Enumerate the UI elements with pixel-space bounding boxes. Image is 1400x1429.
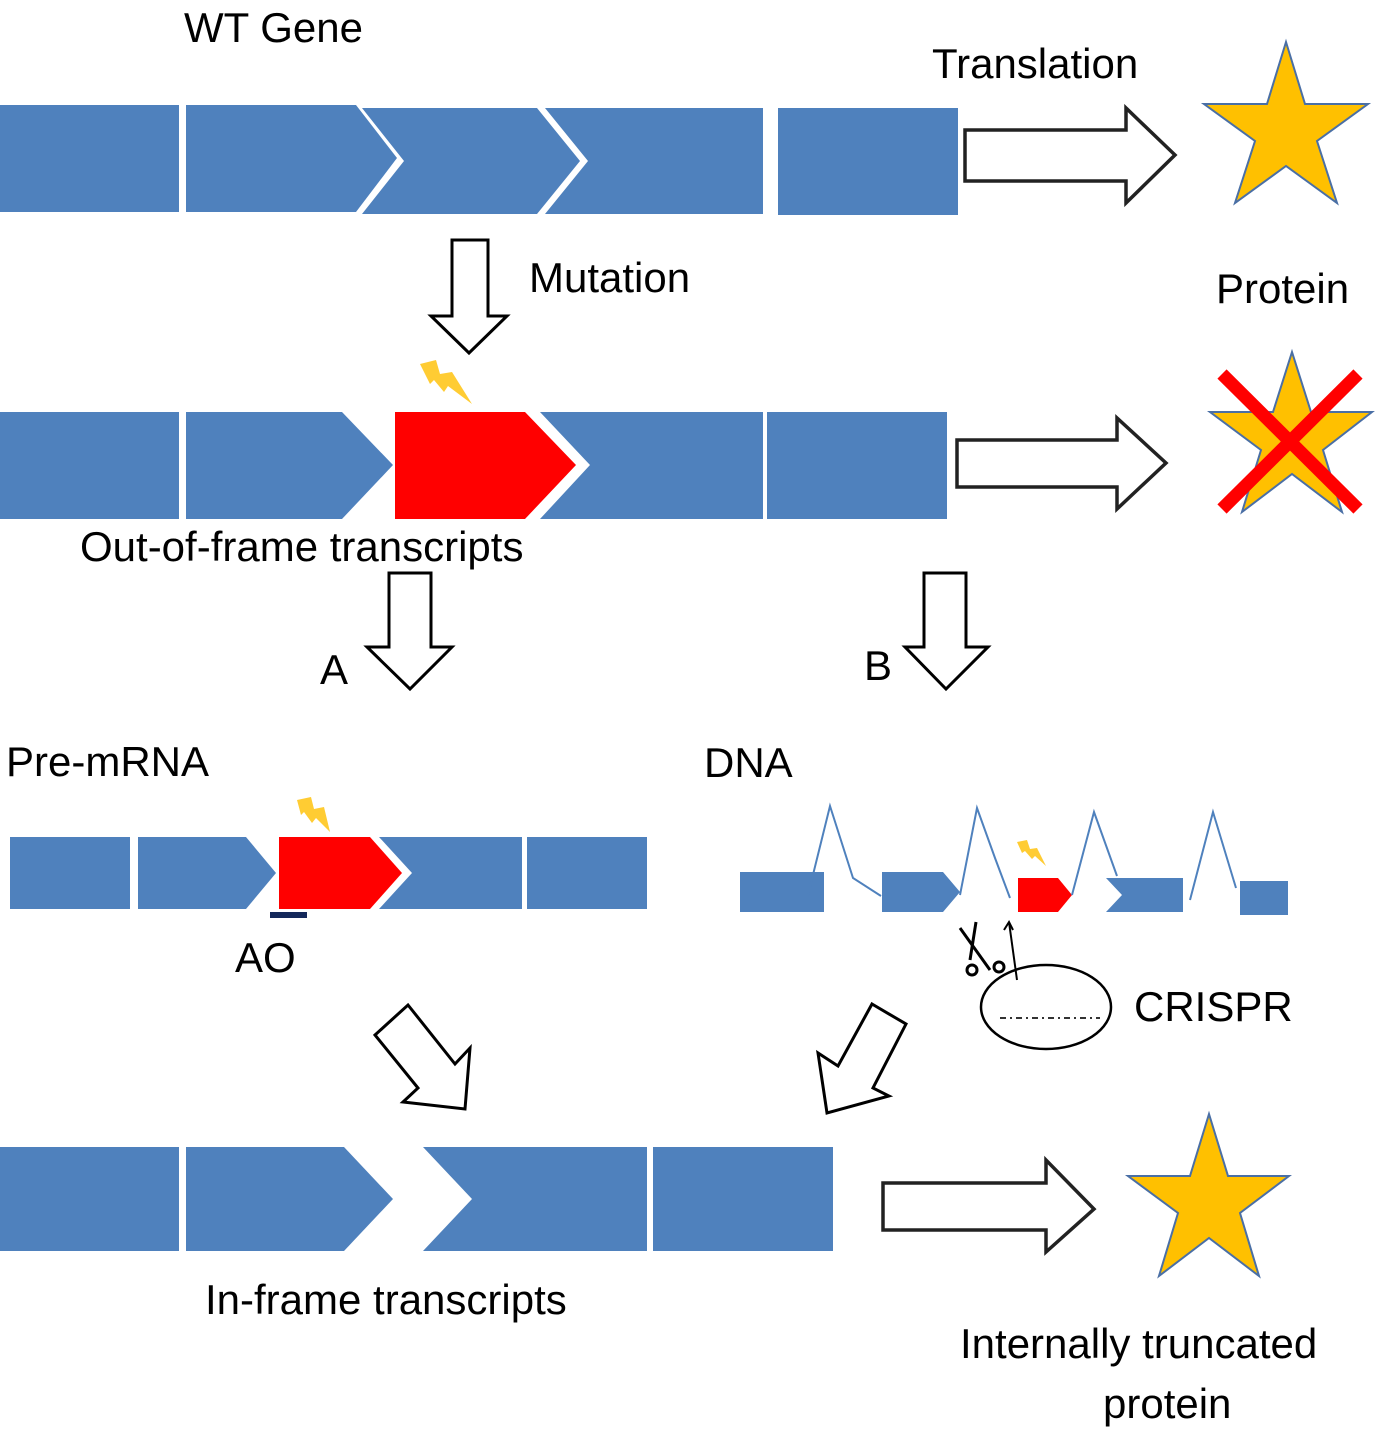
truncated-protein-label-line2: protein <box>1103 1380 1231 1427</box>
failed-translation-arrow <box>955 414 1169 514</box>
inframe-exon-2 <box>186 1147 393 1251</box>
path-b-label: B <box>864 642 892 689</box>
antisense-oligo-bar <box>270 912 307 918</box>
dna-label: DNA <box>704 739 793 786</box>
mut-exon-4 <box>540 412 763 519</box>
wt-exon-1 <box>0 105 179 212</box>
inframe-exon-1 <box>0 1147 179 1251</box>
pre-exon-2 <box>138 837 276 909</box>
dna-lightning-bolt-icon <box>1017 840 1046 866</box>
wt-exon-2 <box>186 105 397 212</box>
dna-intron-3 <box>1071 808 1118 896</box>
mut-exon-1 <box>0 412 179 519</box>
dna-exon-4 <box>1106 878 1183 912</box>
dna-structure <box>740 802 1288 915</box>
dna-exon-2 <box>882 872 960 912</box>
wt-gene-exons <box>0 105 958 215</box>
pre-exon-4 <box>379 837 522 909</box>
dna-exon-5 <box>1240 881 1288 915</box>
mut-exon-5 <box>767 412 947 519</box>
inframe-exon-5 <box>653 1147 833 1251</box>
wt-exon-3 <box>362 108 580 214</box>
truncated-protein-label-line1: Internally truncated <box>960 1320 1317 1367</box>
pre-exon-5 <box>527 837 647 909</box>
pre-exon-1 <box>10 837 130 909</box>
path-a-arrow <box>363 571 456 692</box>
translation-arrow <box>963 103 1178 208</box>
path-b-arrow <box>901 571 992 692</box>
pre-mrna-exons <box>10 837 647 909</box>
inframe-exon-4 <box>423 1147 647 1251</box>
wt-gene-label: WT Gene <box>184 4 363 51</box>
dna-intron-4 <box>1189 808 1237 901</box>
dna-intron-1 <box>807 802 882 897</box>
out-of-frame-label: Out-of-frame transcripts <box>80 523 523 570</box>
ao-label: AO <box>235 934 296 981</box>
mutation-arrow <box>427 238 511 356</box>
crispr-label: CRISPR <box>1134 983 1293 1030</box>
truncated-protein-star-icon <box>1124 1110 1292 1279</box>
protein-label: Protein <box>1216 265 1349 312</box>
dna-mutated-exon <box>1018 878 1072 912</box>
mutation-lightning-bolt-icon <box>420 360 472 404</box>
path-b-result-arrow <box>816 1001 908 1115</box>
pre-mrna-mutated-exon <box>279 837 402 909</box>
in-frame-label: In-frame transcripts <box>205 1276 567 1323</box>
wt-exon-5 <box>778 108 958 215</box>
mutation-label: Mutation <box>529 254 690 301</box>
wt-exon-4 <box>545 108 763 214</box>
translation-label: Translation <box>932 40 1138 87</box>
dna-intron-2 <box>959 804 1011 899</box>
dna-exon-1 <box>740 872 824 912</box>
mutated-exon <box>395 412 576 519</box>
restored-translation-arrow <box>881 1155 1097 1256</box>
mutated-gene-exons <box>0 412 947 519</box>
pre-mrna-label: Pre-mRNA <box>6 738 209 785</box>
path-a-result-arrow <box>372 1002 472 1111</box>
mut-exon-2 <box>186 412 393 519</box>
crispr-guide-complex <box>979 963 1113 1051</box>
path-a-label: A <box>320 646 348 693</box>
wt-protein-star-icon <box>1200 38 1372 206</box>
lost-protein-crossed-star-icon <box>1206 348 1375 515</box>
cross-line-2 <box>1217 369 1363 514</box>
in-frame-exons <box>0 1147 833 1251</box>
pre-mrna-lightning-bolt-icon <box>297 797 330 832</box>
scissors-icon <box>958 921 1006 977</box>
